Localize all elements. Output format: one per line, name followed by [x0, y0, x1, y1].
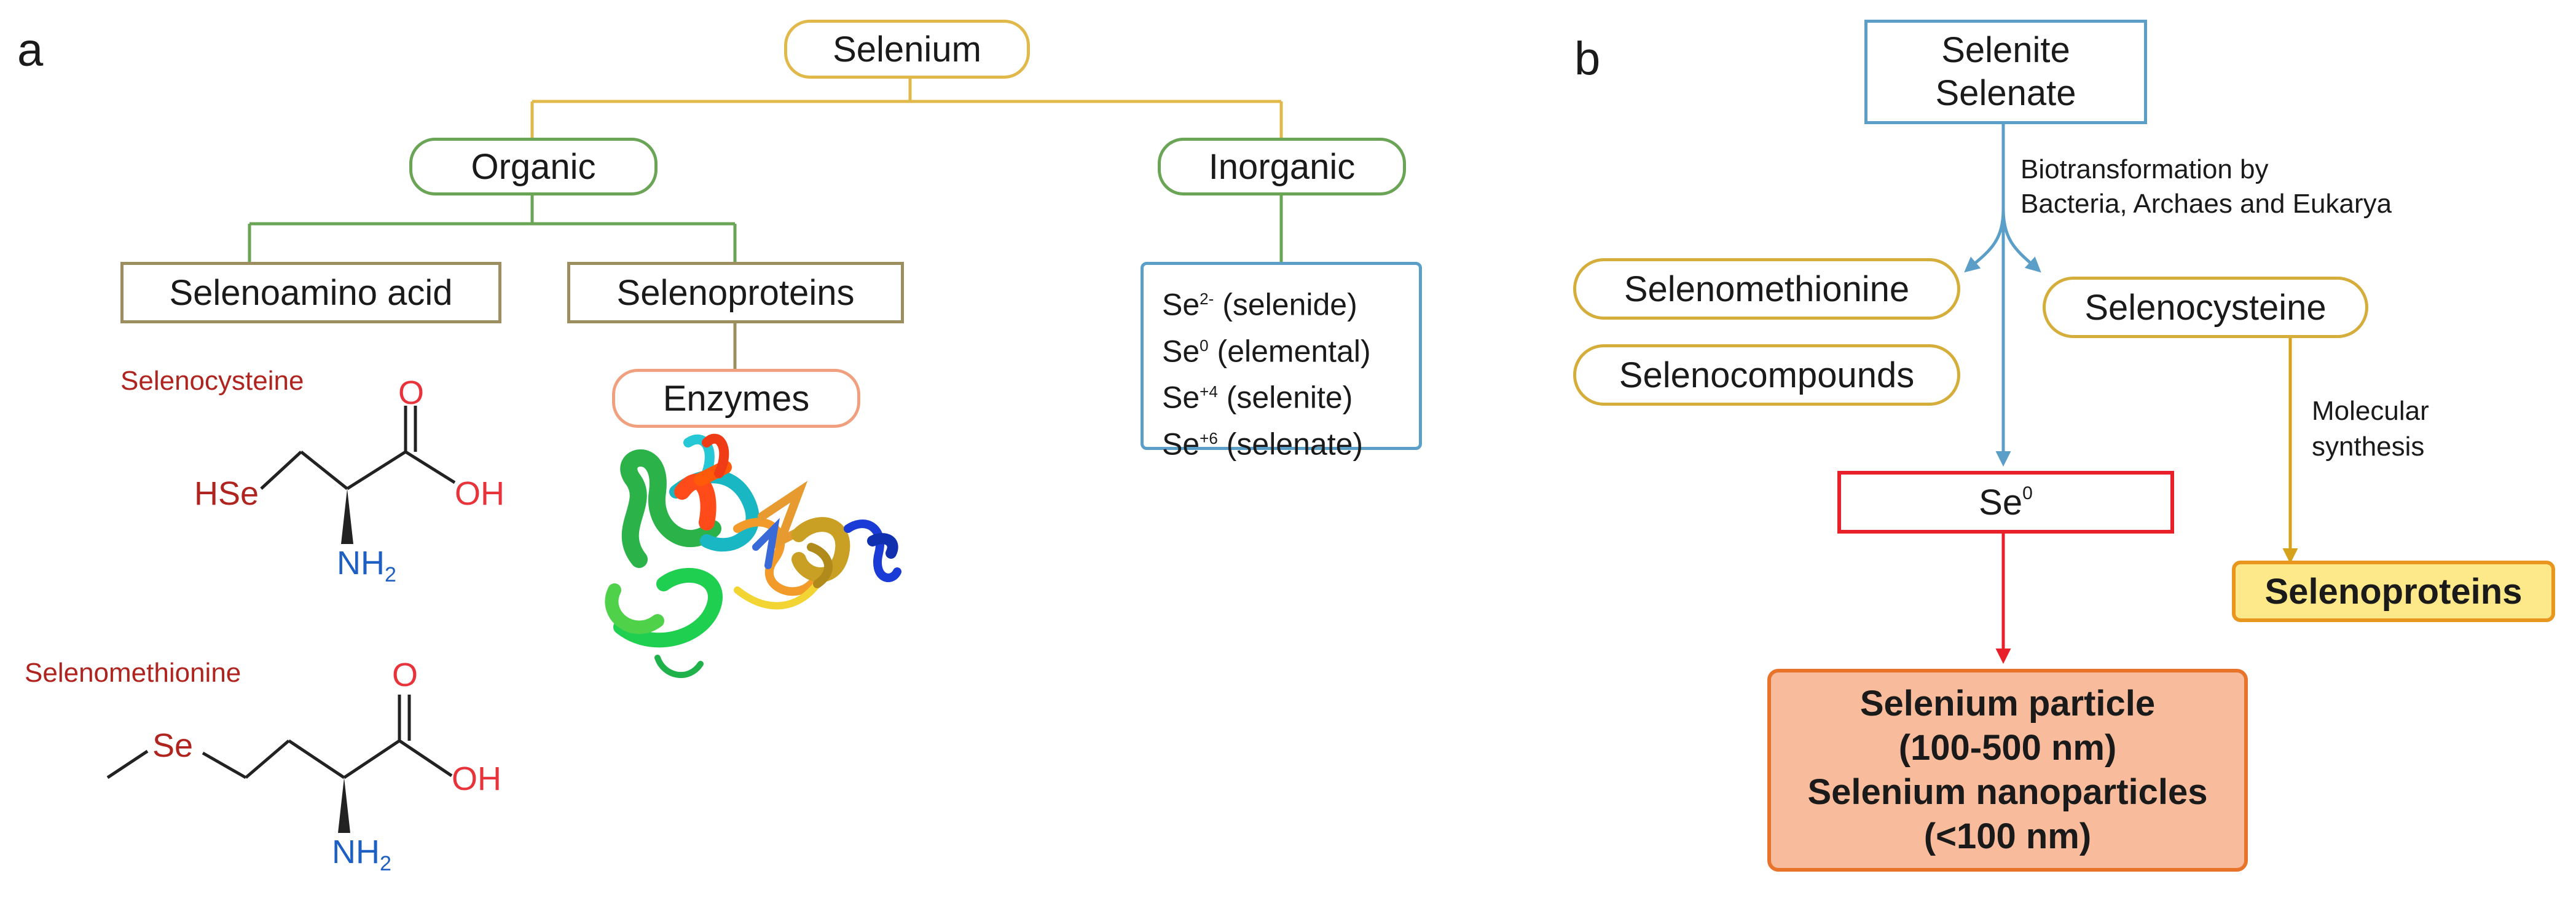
selenite-selenate-source-node: Selenite Selenate	[1864, 20, 2147, 124]
se-oxidation-state: 0	[2022, 483, 2033, 503]
form-name: (selenate)	[1226, 427, 1364, 462]
particle-line-3: Selenium nanoparticles	[1807, 772, 2208, 812]
molecular-synthesis-line-1: Molecular	[2312, 396, 2429, 426]
inorganic-form-selenite: Se+4 (selenite)	[1162, 371, 1419, 418]
selenoamino-acid-node: Selenoamino acid	[120, 262, 501, 323]
source-line-selenate: Selenate	[1935, 73, 2076, 113]
enzyme-protein-structure	[605, 433, 901, 678]
amine-subscript: 2	[380, 851, 391, 875]
biotransformation-line-1: Biotransformation by	[2020, 154, 2269, 184]
selenocysteine-oh: OH	[455, 475, 505, 512]
selenomethionine-label: Selenomethionine	[25, 658, 242, 688]
selenomethionine-oh: OH	[452, 760, 501, 797]
particle-line-4: (<100 nm)	[1923, 816, 2092, 856]
inorganic-forms-box: Se2- (selenide) Se0 (elemental) Se+4 (se…	[1141, 262, 1422, 462]
organic-node: Organic	[409, 138, 658, 195]
oxidation-state: +6	[1200, 428, 1218, 448]
biotransformation-line-2: Bacteria, Archaes and Eukarya	[2020, 189, 2392, 219]
selenocysteine-label: Selenocysteine	[120, 366, 304, 396]
element-symbol: Se	[1162, 427, 1200, 462]
panel-a-label: a	[17, 24, 44, 76]
oxidation-state: +4	[1200, 382, 1218, 401]
source-line-selenite: Selenite	[1941, 30, 2070, 70]
selenium-root-node: Selenium	[784, 20, 1030, 79]
amine-symbol: NH	[337, 545, 385, 582]
flow-arrows	[1964, 124, 2298, 664]
molecular-synthesis-line-2: synthesis	[2312, 432, 2425, 462]
element-symbol: Se	[1162, 287, 1200, 322]
selenomethionine-carbonyl-o: O	[392, 657, 418, 693]
selenocompounds-node: Selenocompounds	[1573, 344, 1960, 406]
element-symbol: Se	[1162, 334, 1200, 369]
tree-connectors	[248, 79, 1283, 369]
form-name: (selenide)	[1222, 287, 1357, 322]
selenomethionine-bonds	[106, 695, 453, 779]
selenomethionine-se-group: Se	[152, 727, 194, 764]
element-symbol: Se	[1162, 380, 1200, 415]
se-symbol: Se	[1979, 482, 2023, 522]
selenocysteine-hse-group: HSe	[194, 475, 259, 512]
oxidation-state: 2-	[1200, 290, 1214, 308]
selenocysteine-bonds	[260, 406, 456, 491]
amine-subscript: 2	[385, 562, 396, 586]
selenoproteins-outcome-node: Selenoproteins	[2232, 561, 2555, 622]
particle-line-1: Selenium particle	[1859, 684, 2156, 724]
biotransformation-note: Biotransformation by Bacteria, Archaes a…	[2020, 152, 2392, 221]
oxidation-state: 0	[1200, 336, 1209, 355]
particle-line-2: (100-500 nm)	[1898, 728, 2117, 768]
inorganic-form-selenide: Se2- (selenide)	[1162, 278, 1419, 325]
selenomethionine-amine: NH2	[332, 833, 391, 876]
inorganic-form-selenate: Se+6 (selenate)	[1162, 418, 1419, 465]
molecular-synthesis-note: Molecular synthesis	[2312, 393, 2429, 465]
selenium-particle-outcome-node: Selenium particle (100-500 nm) Selenium …	[1767, 669, 2248, 872]
amine-symbol: NH	[332, 834, 380, 870]
selenocysteine-carbonyl-o: O	[398, 374, 425, 411]
enzymes-node: Enzymes	[612, 369, 860, 428]
selenocysteine-wedge	[341, 489, 353, 544]
form-name: (elemental)	[1217, 334, 1371, 369]
selenomethionine-node: Selenomethionine	[1573, 258, 1960, 320]
inorganic-node: Inorganic	[1158, 138, 1406, 195]
selenoproteins-node: Selenoproteins	[567, 262, 904, 323]
selenomethionine-wedge	[338, 778, 350, 833]
panel-b-label: b	[1574, 33, 1601, 85]
inorganic-form-elemental: Se0 (elemental)	[1162, 325, 1419, 372]
selenocysteine-amine: NH2	[337, 544, 396, 587]
selenocysteine-node: Selenocysteine	[2043, 277, 2368, 338]
form-name: (selenite)	[1226, 380, 1353, 415]
